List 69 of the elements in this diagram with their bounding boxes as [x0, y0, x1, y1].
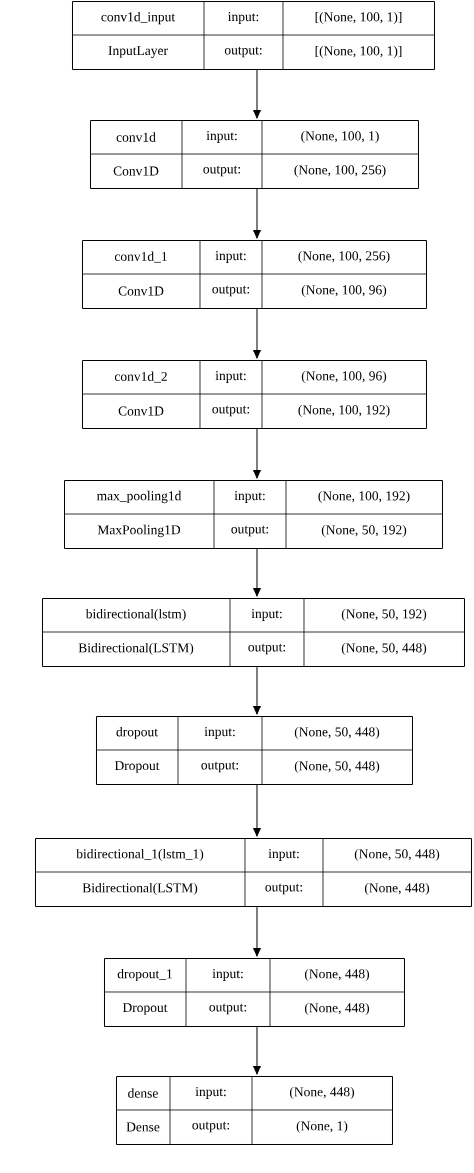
shape-value: (None, 448): [304, 1002, 369, 1016]
layer-name: conv1d: [116, 132, 156, 142]
shape-value: (None, 50, 448): [341, 642, 427, 656]
port-label: output:: [231, 525, 268, 537]
layer-name: conv1d_2: [114, 371, 167, 383]
arrow: [252, 666, 262, 715]
arrow: [252, 906, 262, 957]
shape-value: (None, 448): [304, 968, 369, 982]
layer-type: Dense: [126, 1122, 160, 1132]
port-label: output:: [192, 1121, 230, 1133]
arrow: [252, 69, 262, 119]
port-label: input:: [215, 371, 246, 383]
arrow: [252, 548, 262, 597]
port-label: output:: [212, 405, 249, 417]
layer-type: Conv1D: [118, 286, 164, 296]
port-label: output:: [212, 285, 249, 297]
shape-value: (None, 100, 256): [294, 164, 386, 178]
shape-value: (None, 50, 448): [354, 848, 440, 862]
shape-value: [(None, 100, 1)]: [315, 45, 402, 59]
shape-value: (None, 448): [289, 1086, 354, 1100]
layer-type: Conv1D: [113, 166, 159, 176]
shape-value: (None, 50, 192): [321, 524, 407, 538]
layer-name: bidirectional_1(lstm_1): [76, 848, 204, 862]
port-label: output:: [203, 165, 241, 177]
shape-value: (None, 50, 192): [341, 608, 427, 622]
port-label: input:: [215, 251, 246, 263]
layer-name: max_pooling1d: [96, 490, 182, 504]
shape-value: (None, 100, 256): [298, 250, 390, 264]
port-label: input:: [234, 491, 265, 503]
layer-type: Bidirectional(LSTM): [78, 642, 194, 656]
port-label: input:: [251, 609, 282, 621]
shape-value: (None, 100, 96): [301, 370, 387, 384]
arrow: [252, 428, 262, 479]
port-label: input:: [268, 849, 299, 861]
port-label: output:: [265, 883, 302, 895]
port-label: input:: [204, 727, 235, 739]
shape-value: (None, 448): [364, 882, 429, 896]
port-label: output:: [224, 46, 262, 58]
port-label: input:: [195, 1087, 226, 1099]
shape-value: (None, 100, 1): [301, 130, 379, 144]
layer-name: conv1d_1: [114, 251, 167, 263]
port-label: input:: [206, 131, 237, 143]
arrow: [252, 188, 262, 239]
layer-type: InputLayer: [108, 46, 168, 58]
arrow: [252, 308, 262, 359]
layer-type: MaxPooling1D: [97, 524, 181, 538]
shape-value: (None, 50, 448): [294, 760, 380, 774]
layer-type: Dropout: [122, 1003, 168, 1015]
layer-name: bidirectional(lstm): [85, 608, 186, 622]
shape-value: [(None, 100, 1)]: [315, 11, 402, 25]
shape-value: (None, 100, 96): [301, 284, 387, 298]
shape-value: (None, 100, 192): [298, 404, 390, 418]
shape-value: (None, 100, 192): [318, 490, 410, 504]
layer-type: Dropout: [114, 761, 160, 773]
port-label: output:: [209, 1003, 246, 1015]
layer-name: dropout: [116, 726, 158, 740]
port-label: output:: [248, 643, 285, 655]
arrow: [252, 784, 262, 837]
layer-name: dropout_1: [117, 968, 172, 982]
layer-name: dense: [128, 1088, 158, 1098]
port-label: input:: [212, 969, 243, 981]
layer-type: Bidirectional(LSTM): [82, 882, 198, 896]
shape-value: (None, 1): [296, 1120, 348, 1134]
layer-name: conv1d_input: [101, 11, 176, 25]
port-label: output:: [201, 761, 238, 773]
port-label: input:: [228, 12, 259, 24]
arrow: [252, 1026, 262, 1075]
shape-value: (None, 50, 448): [294, 726, 380, 740]
layer-type: Conv1D: [118, 406, 164, 416]
